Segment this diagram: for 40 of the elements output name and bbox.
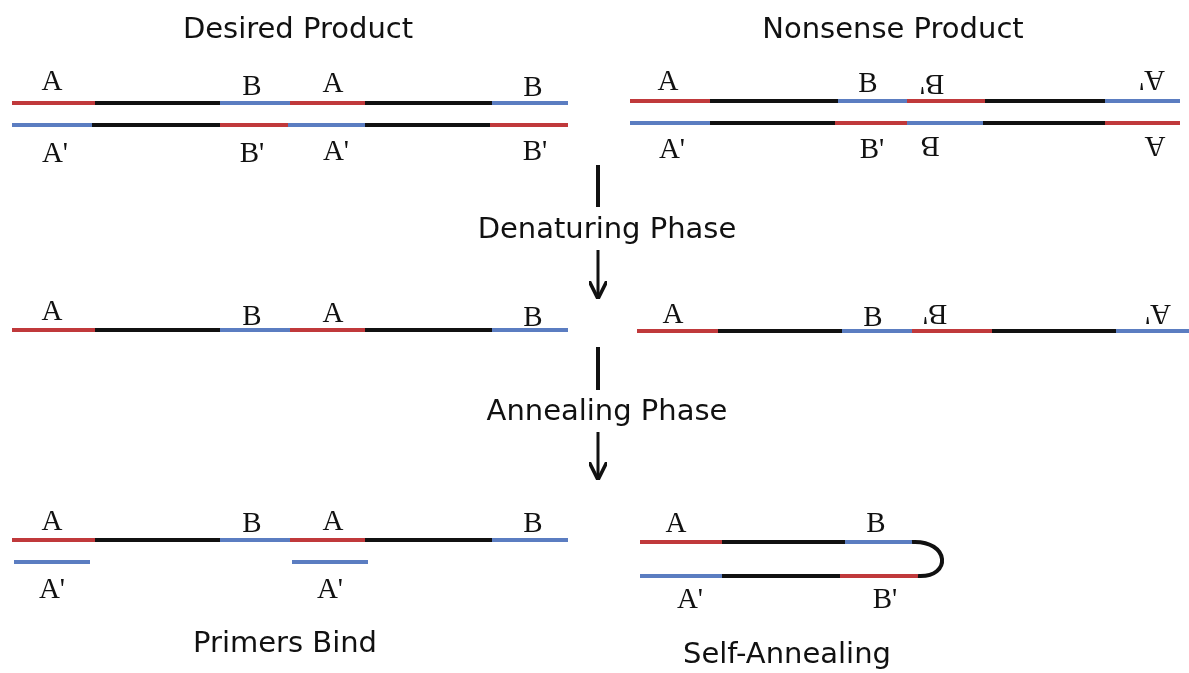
- strand-label: A': [38, 573, 66, 603]
- strand-label: B: [242, 300, 262, 330]
- strand-label: B': [522, 135, 548, 165]
- strand-label: A': [658, 133, 686, 163]
- strand-label: A': [322, 135, 350, 165]
- strand-label: A': [316, 573, 344, 603]
- diagram-heading: Desired Product: [182, 13, 414, 43]
- strand-label: A: [322, 67, 344, 97]
- strand-label: B: [863, 301, 883, 331]
- strand-label: A': [1144, 299, 1172, 329]
- strand-label: A: [1144, 131, 1166, 161]
- diagram-heading: Nonsense Product: [762, 13, 1024, 43]
- strand-label: B': [922, 299, 948, 329]
- strand-label: B: [858, 67, 878, 97]
- strand-label: B: [242, 70, 262, 100]
- caption: Primers Bind: [193, 627, 377, 657]
- strand-label: B: [920, 131, 940, 161]
- strand-label: A': [41, 137, 69, 167]
- phase-label: Annealing Phase: [486, 395, 728, 425]
- strand-label: B: [866, 507, 886, 537]
- caption: Self-Annealing: [683, 638, 891, 668]
- strand-label: B': [872, 583, 898, 613]
- strand-label: A': [1138, 65, 1166, 95]
- strand-label: A: [322, 297, 344, 327]
- strand-label: A: [657, 65, 679, 95]
- strand-label: A: [665, 507, 687, 537]
- strand-label: A: [41, 505, 63, 535]
- strand-label: B: [523, 507, 543, 537]
- strand-label: B': [859, 133, 885, 163]
- strand-label: B: [242, 507, 262, 537]
- strand-label: A': [676, 583, 704, 613]
- strand-label: B: [523, 301, 543, 331]
- strand-label: B: [523, 71, 543, 101]
- phase-label: Denaturing Phase: [477, 213, 737, 243]
- strand-label: A: [322, 505, 344, 535]
- strand-label: B': [919, 69, 945, 99]
- strand-label: B': [239, 137, 265, 167]
- strand-label: A: [41, 295, 63, 325]
- strand-label: A: [41, 65, 63, 95]
- strand-label: A: [662, 298, 684, 328]
